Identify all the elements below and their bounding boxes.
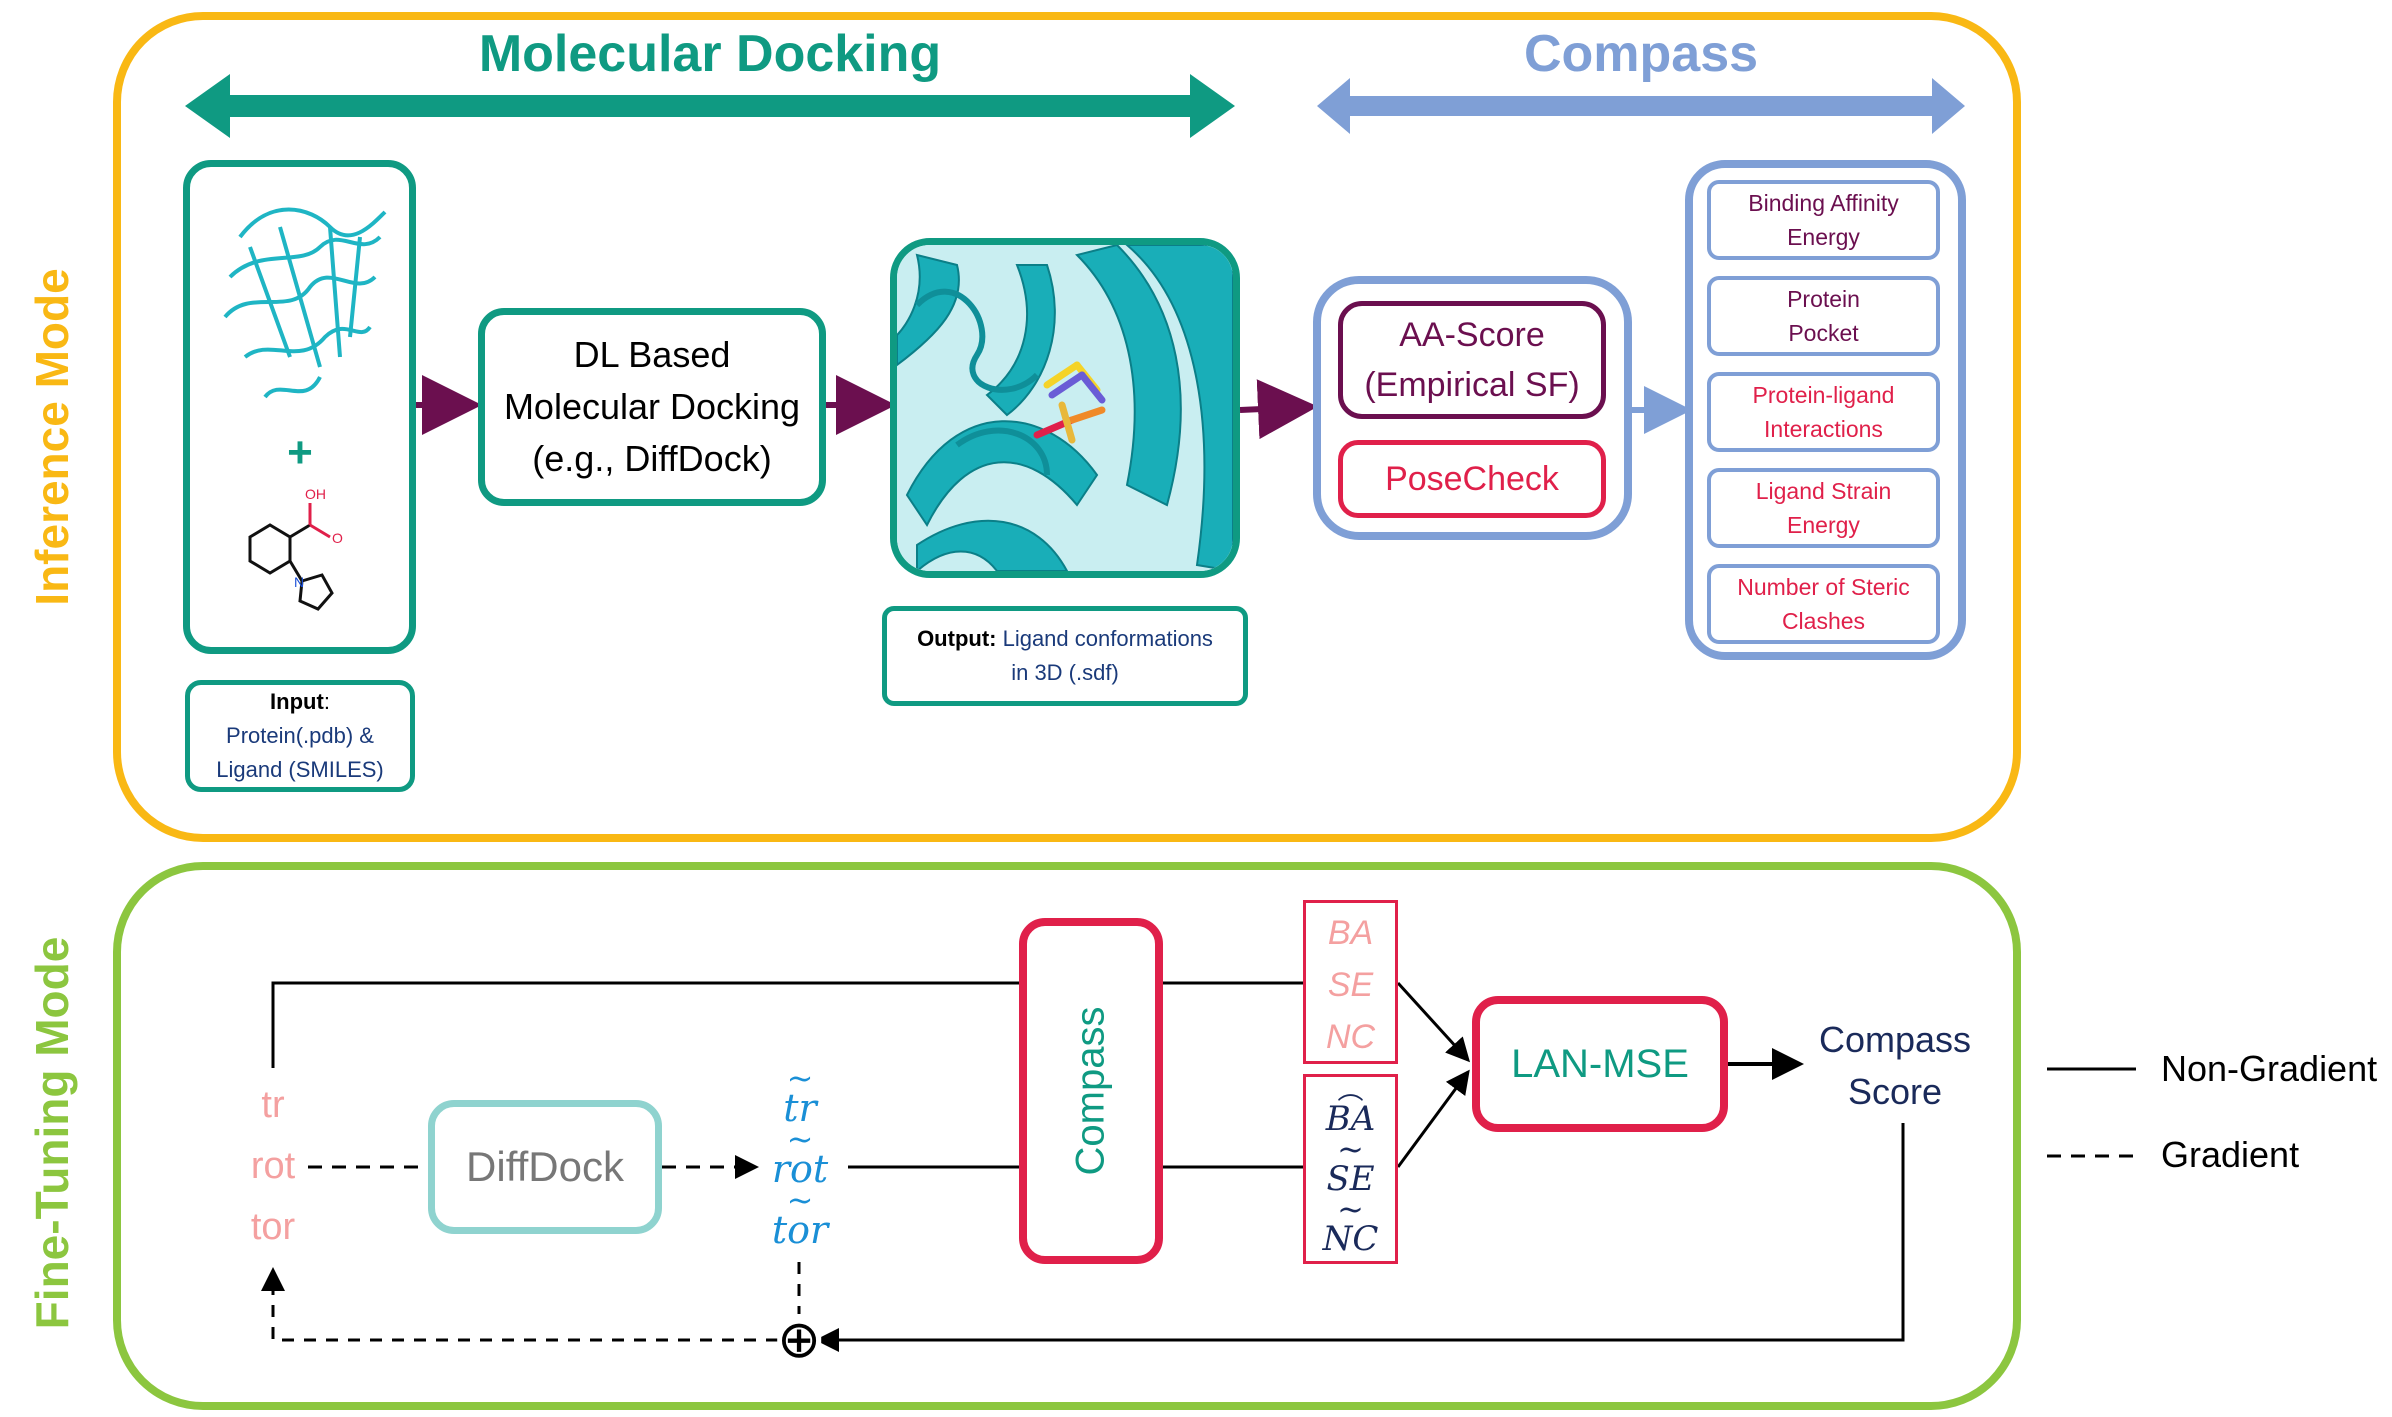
pred-terms-box: BA SE NC	[1303, 900, 1398, 1064]
pred-term-ba: BA	[1327, 914, 1374, 952]
true-term-nc: NC	[1323, 1179, 1379, 1269]
metric-binding-affinity-line2: Energy	[1787, 224, 1860, 250]
diffdock-label: DiffDock	[466, 1143, 624, 1190]
molecular-docking-title: Molecular Docking	[478, 25, 942, 83]
posecheck-label: PoseCheck	[1385, 459, 1559, 498]
lan-mse-label: LAN-MSE	[1511, 1041, 1689, 1086]
input-label-line2: Protein(.pdb) &	[226, 723, 374, 748]
arrow-output-to-compass	[1239, 379, 1318, 440]
input-var-tor: tor	[250, 1206, 296, 1248]
input-label-colon: :	[323, 689, 330, 714]
true-terms-box: BA SE NC	[1303, 1061, 1398, 1264]
compass-score-line1: Compass	[1818, 1019, 1972, 1060]
diffdock-box: DiffDock	[428, 1100, 662, 1234]
input-label-box: Input: Protein(.pdb) & Ligand (SMILES)	[185, 680, 415, 792]
output-var-tor: tor	[772, 1170, 829, 1261]
posecheck-box: PoseCheck	[1338, 440, 1606, 518]
input-label-line3: Ligand (SMILES)	[216, 757, 384, 782]
metric-interactions-line1: Protein-ligand	[1752, 382, 1895, 408]
dl-docking-box: DL Based Molecular Docking (e.g., DiffDo…	[478, 308, 826, 506]
output-pose-vars: tr rot tor	[771, 1048, 829, 1261]
input-box: + OH O N	[183, 160, 416, 654]
metrics-group	[1685, 160, 1966, 660]
ligand-molecule-icon	[248, 503, 334, 611]
metric-ligand-strain-line2: Energy	[1787, 512, 1860, 538]
input-pose-vars: tr rot tor	[250, 1075, 296, 1258]
pred-term-se: SE	[1327, 966, 1374, 1004]
metric-interactions-line2: Interactions	[1764, 416, 1883, 442]
output-structure-box	[890, 238, 1240, 578]
atom-o-label: O	[332, 530, 343, 546]
compass-vertical-label: Compass	[1068, 1006, 1113, 1176]
metric-ligand-strain-line1: Ligand Strain	[1755, 478, 1892, 504]
arrow-true-to-lanmse	[1396, 1069, 1470, 1168]
compass-scoring-group	[1313, 276, 1632, 540]
output-label-box: Output: Ligand conformations in 3D (.sdf…	[882, 606, 1248, 706]
plus-sign: +	[287, 428, 313, 477]
input-var-rot: rot	[250, 1145, 296, 1187]
finetuning-mode-panel	[113, 862, 2021, 1410]
compass-box: Compass	[1019, 918, 1163, 1264]
legend-non-gradient: Non-Gradient	[2161, 1048, 2378, 1089]
metric-steric-clashes-line1: Number of Steric	[1737, 574, 1910, 600]
metric-protein-pocket-line2: Pocket	[1788, 320, 1859, 346]
aa-score-line2: (Empirical SF)	[1364, 366, 1580, 404]
add-operator-icon: ⊕	[777, 1310, 821, 1370]
docked-complex-illustration	[897, 245, 1233, 571]
aa-score-line1: AA-Score	[1399, 316, 1545, 354]
atom-n-label: N	[294, 574, 304, 590]
docking-line3: (e.g., DiffDock)	[532, 438, 772, 479]
compass-arrow	[1317, 78, 1965, 134]
protein-ligand-illustration: + OH O N	[223, 207, 387, 611]
docking-line1: DL Based	[573, 334, 731, 375]
input-var-tr: tr	[261, 1084, 285, 1126]
output-label-bold: Output:	[917, 626, 997, 651]
output-label-line2: in 3D (.sdf)	[1011, 660, 1119, 685]
atom-oh-label: OH	[305, 486, 326, 502]
output-label-rest: Ligand conformations	[996, 626, 1213, 651]
pred-term-nc: NC	[1325, 1018, 1376, 1056]
dashed-oplus-to-inputs	[261, 1267, 778, 1342]
aa-score-box: AA-Score (Empirical SF)	[1338, 301, 1606, 419]
output-var-tr: tr	[783, 1048, 817, 1139]
line-score-feedback	[815, 1123, 1905, 1352]
protein-structure-icon	[223, 207, 387, 399]
compass-score-label: Compass Score	[1819, 1014, 1971, 1118]
line-tr-to-predterms	[271, 981, 1303, 1068]
inference-mode-panel	[113, 12, 2021, 842]
arrow-pred-to-lanmse	[1396, 981, 1471, 1063]
metric-protein-pocket-line1: Protein	[1787, 286, 1860, 312]
molecular-docking-arrow	[185, 74, 1235, 138]
input-label-bold: Input	[270, 689, 324, 714]
compass-score-line2: Score	[1847, 1071, 1943, 1112]
metric-steric-clashes-line2: Clashes	[1781, 608, 1866, 634]
metric-binding-affinity-line1: Binding Affinity	[1748, 190, 1899, 216]
lan-mse-box: LAN-MSE	[1472, 996, 1728, 1132]
legend-gradient: Gradient	[2161, 1134, 2300, 1175]
docking-line2: Molecular Docking	[503, 386, 801, 427]
compass-title: Compass	[1523, 25, 1759, 83]
